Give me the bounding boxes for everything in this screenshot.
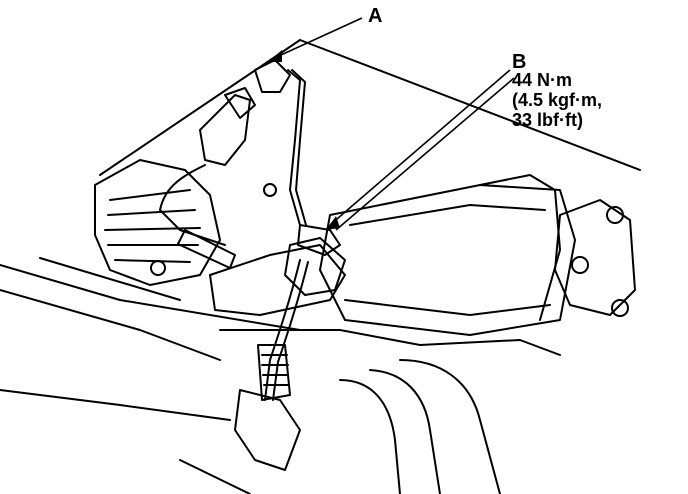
front-flange	[284, 237, 346, 296]
body-panel-line	[39, 257, 181, 301]
leader-line-b-2	[335, 77, 515, 231]
wire-clip-ribs	[261, 354, 290, 386]
torque-line: 33 lbf·ft)	[512, 110, 583, 130]
leader-line-a	[269, 17, 363, 61]
bracket-lower	[234, 389, 301, 471]
body-panel-line	[0, 264, 301, 331]
converter-seam	[349, 204, 546, 226]
hanging-wire	[264, 259, 301, 401]
connector-bracket	[199, 94, 251, 166]
sensor-wire	[287, 69, 301, 226]
torque-spec: 44 N·m (4.5 kgf·m, 33 lbf·ft)	[512, 70, 602, 130]
tank-shape	[369, 369, 441, 494]
connector	[254, 59, 291, 93]
callout-a-label: A	[368, 5, 383, 27]
heat-shield	[94, 159, 221, 286]
torque-line: 44 N·m	[512, 70, 573, 90]
front-pipe	[209, 244, 346, 316]
bolt	[263, 183, 277, 197]
oxygen-sensor-b	[297, 224, 341, 256]
heat-shield-ribs	[104, 189, 201, 263]
sensor-wire	[291, 69, 307, 226]
rear-flange	[554, 199, 636, 316]
catalytic-converter	[319, 184, 576, 336]
hanging-wire	[272, 261, 309, 401]
sensor-wire	[159, 164, 226, 246]
tank-shape	[399, 359, 501, 494]
flange-bolt	[606, 206, 624, 224]
floor-line	[179, 459, 251, 494]
flange-bolt	[571, 256, 589, 274]
arrowhead-a	[268, 50, 282, 62]
body-panel-line	[99, 39, 301, 176]
converter-shield	[479, 174, 561, 321]
leader-line-b	[329, 69, 511, 226]
tank-shape	[339, 379, 401, 494]
callout-b-label: B	[512, 51, 527, 73]
floor-line	[0, 289, 221, 361]
converter-seam	[344, 299, 551, 316]
arrowhead-b	[326, 216, 340, 230]
bolt	[150, 260, 166, 276]
crossmember	[219, 329, 561, 356]
connector	[224, 87, 256, 119]
wire-clip	[257, 344, 291, 401]
torque-line: (4.5 kgf·m,	[512, 90, 603, 110]
floor-line	[0, 389, 231, 421]
flange-bolt	[611, 299, 629, 317]
